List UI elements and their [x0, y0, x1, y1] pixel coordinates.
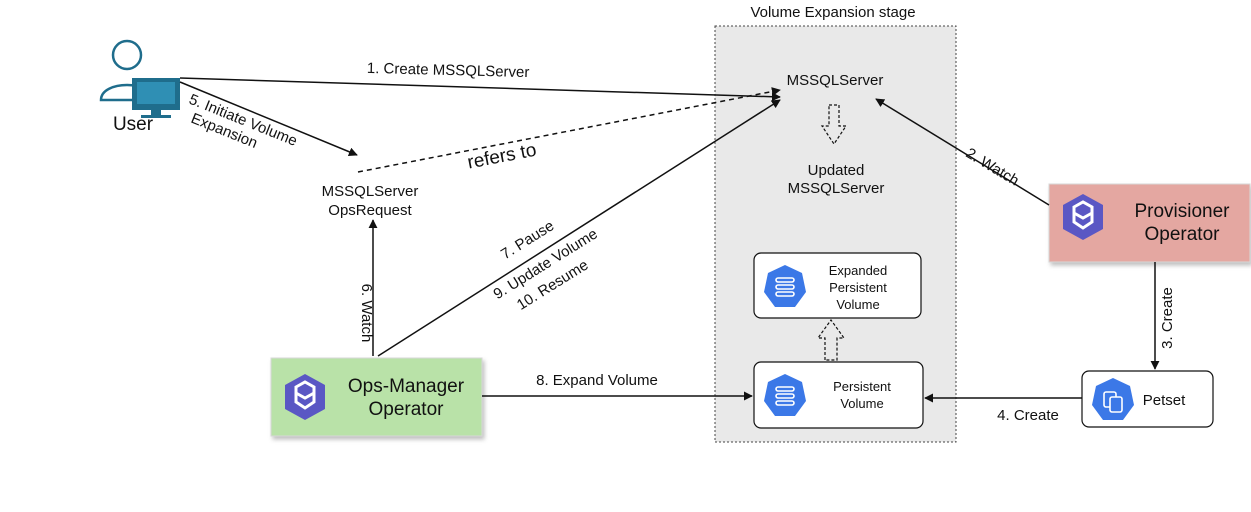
- petset-node: Petset: [1081, 370, 1214, 428]
- edge-initiate-expansion: [179, 81, 358, 157]
- edge-watch-provisioner: [875, 98, 1050, 206]
- label-watch-provisioner: 2. Watch: [963, 145, 1022, 190]
- opsrequest-line2: OpsRequest: [328, 202, 412, 219]
- expanded-persistent-volume: Expanded Persistent Volume: [753, 252, 922, 319]
- expanded-pv-line3: Volume: [836, 297, 879, 312]
- provisioner-operator: Provisioner Operator: [1048, 183, 1251, 263]
- persistent-volume: Persistent Volume: [753, 361, 924, 429]
- provisioner-line1: Provisioner: [1134, 201, 1230, 222]
- operator-cube-icon: [1063, 194, 1103, 240]
- volume-icon: [764, 265, 806, 307]
- opsmanager-line1: Ops-Manager: [348, 376, 465, 397]
- petset-label: Petset: [1143, 392, 1186, 409]
- mssqlserver-node: MSSQLServer: [787, 72, 884, 89]
- expanded-pv-line1: Expanded: [829, 263, 888, 278]
- pv-line1: Persistent: [833, 379, 891, 394]
- petset-icon: [1092, 378, 1134, 420]
- provisioner-line2: Operator: [1145, 224, 1221, 245]
- label-create-mssqlserver: 1. Create MSSQLServer: [367, 60, 530, 81]
- edge-pause-update-resume: [377, 99, 781, 357]
- label-expand-volume: 8. Expand Volume: [536, 372, 658, 389]
- label-create-petset: 3. Create: [1159, 287, 1176, 349]
- updated-mssqlserver-line2: MSSQLServer: [788, 180, 885, 197]
- user-icon: [99, 39, 180, 118]
- pv-line2: Volume: [840, 396, 883, 411]
- opsmanager-operator: Ops-Manager Operator: [270, 357, 483, 437]
- opsmanager-line2: Operator: [369, 399, 445, 420]
- user-label: User: [113, 114, 154, 135]
- label-create-pv: 4. Create: [997, 407, 1059, 424]
- opsrequest-line1: MSSQLServer: [322, 183, 419, 200]
- volume-icon: [764, 374, 806, 416]
- label-watch-opsmanager: 6. Watch: [358, 284, 375, 343]
- expand-hollow-arrow: [816, 318, 846, 361]
- update-hollow-arrow: [820, 104, 848, 146]
- operator-cube-icon: [285, 374, 325, 420]
- updated-mssqlserver-line1: Updated: [808, 162, 865, 179]
- edge-create-mssqlserver: [179, 77, 781, 102]
- expanded-pv-line2: Persistent: [829, 280, 887, 295]
- stage-title: Volume Expansion stage: [750, 4, 915, 21]
